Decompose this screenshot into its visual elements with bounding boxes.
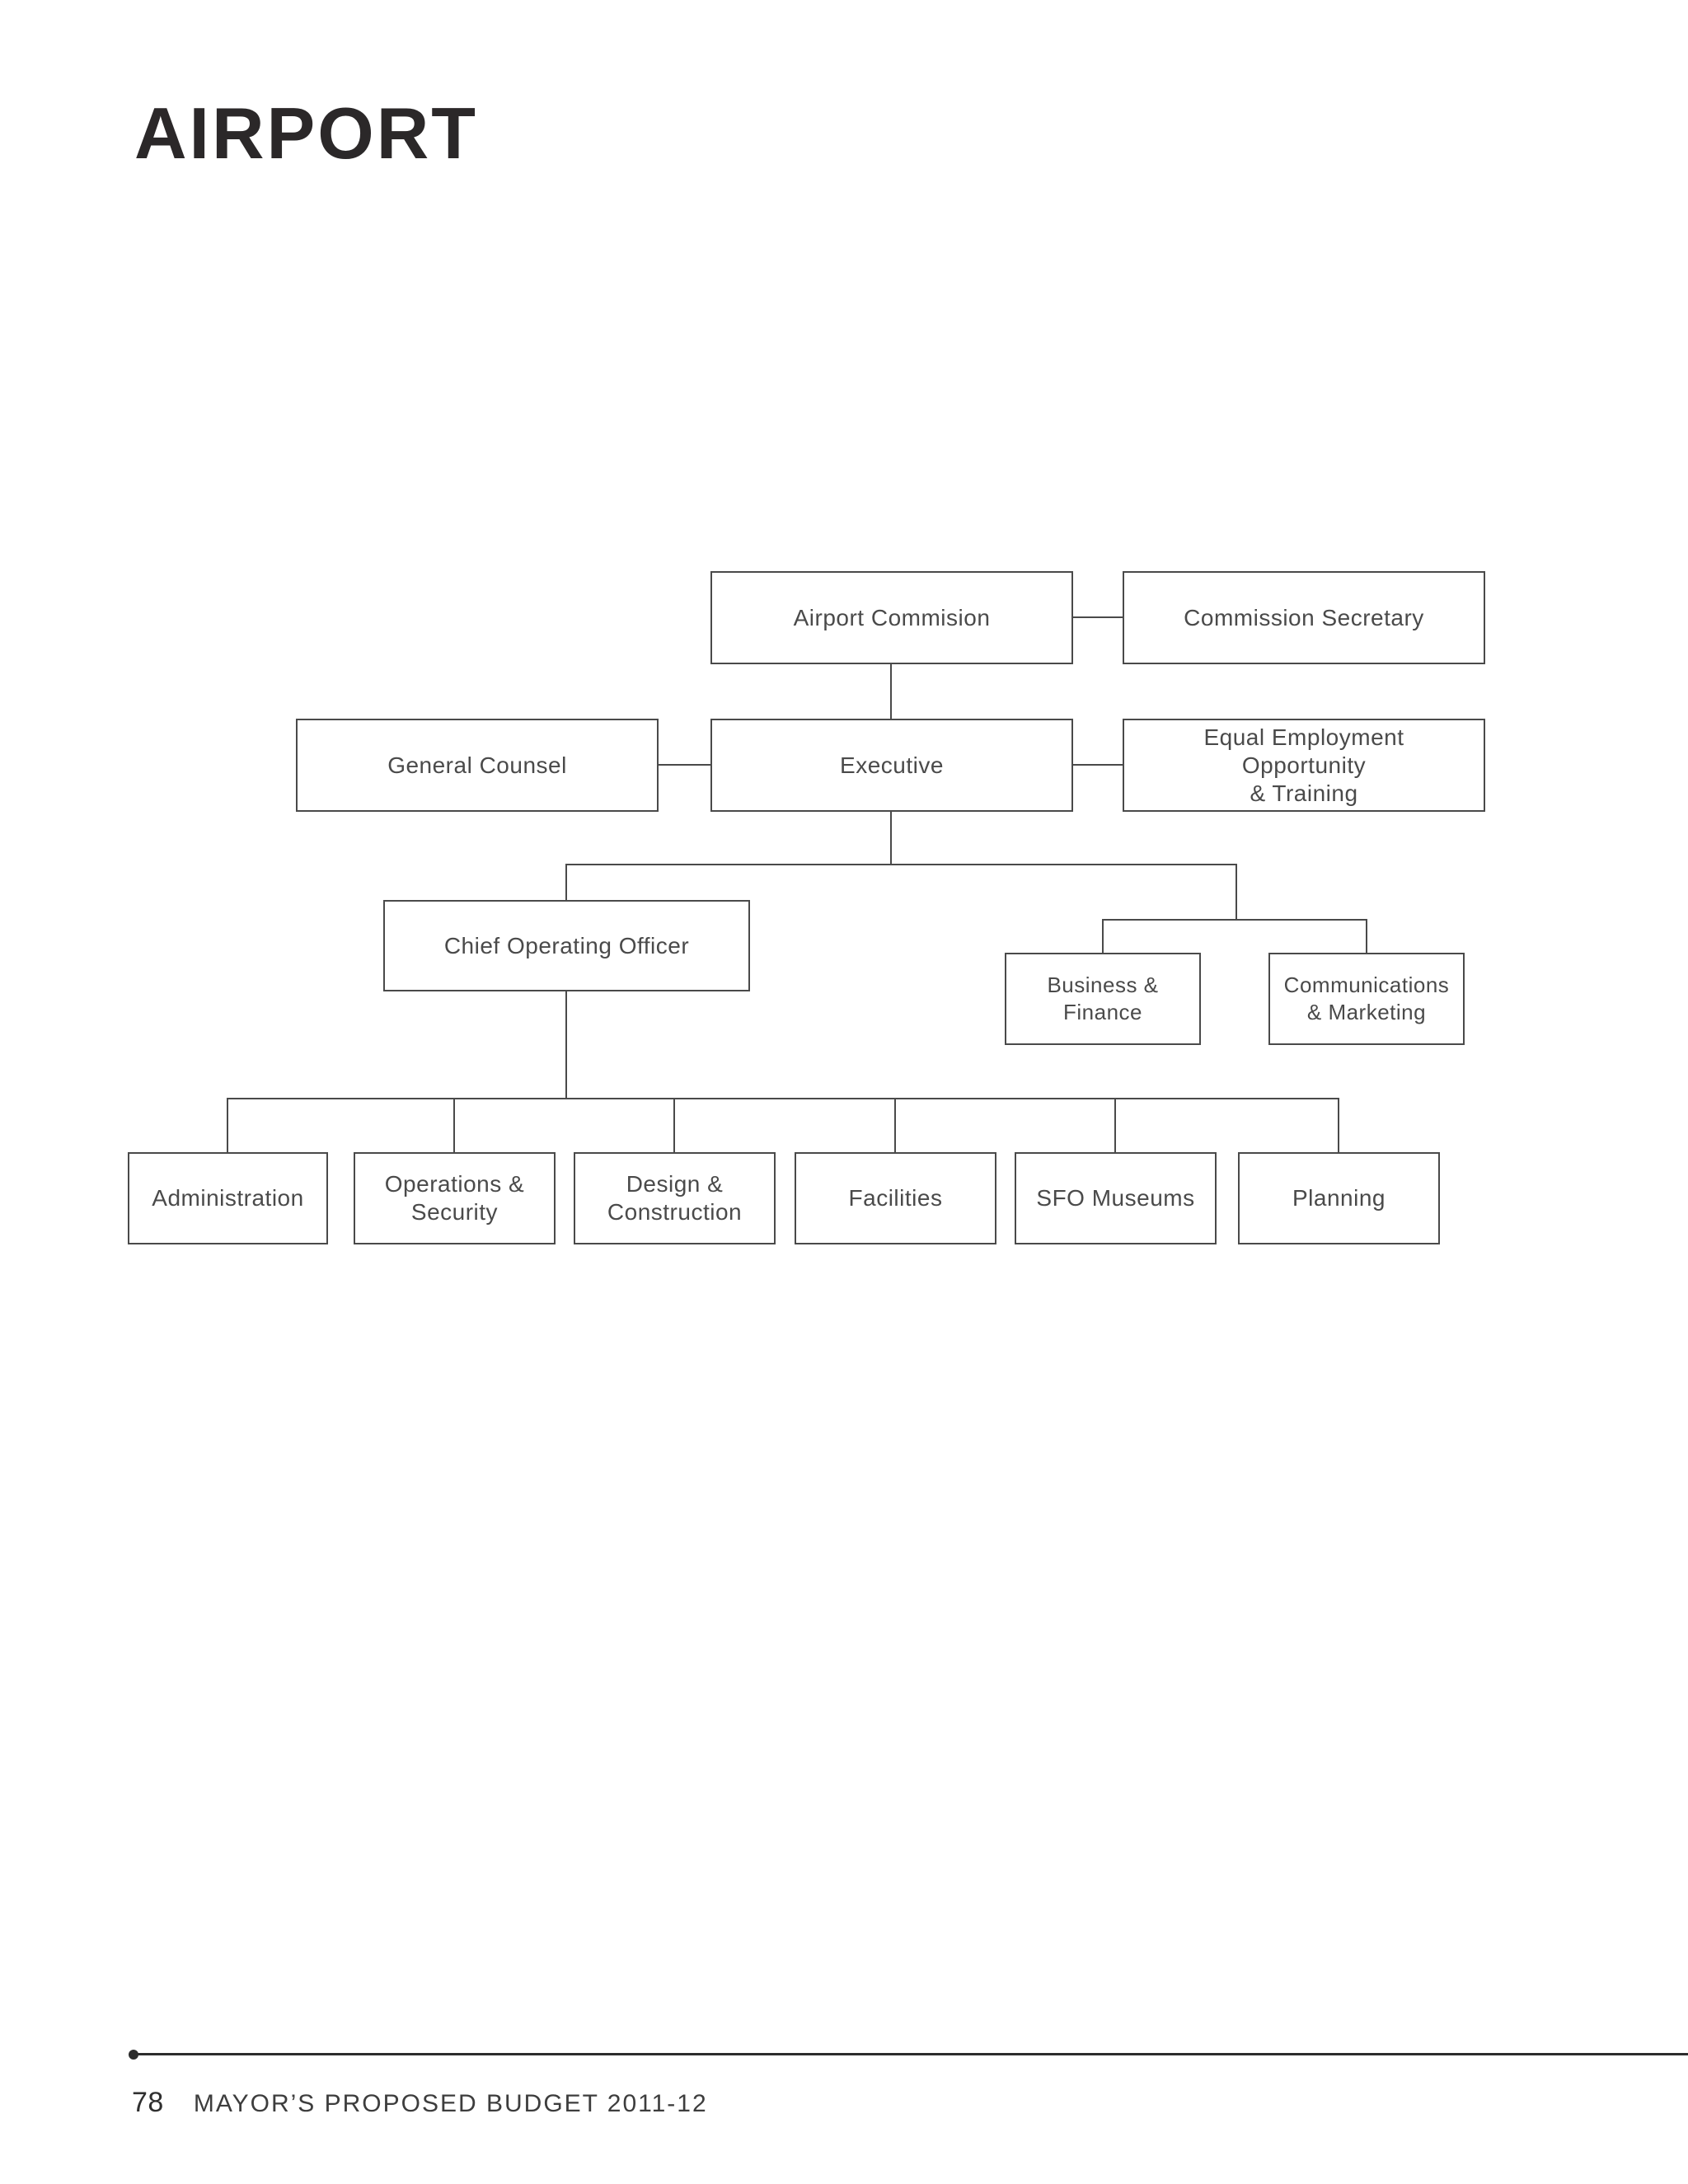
- connector-drop-design: [673, 1098, 675, 1152]
- connector-drop-right-branch: [1236, 864, 1237, 921]
- connector-branch-top: [565, 864, 1237, 865]
- org-node-general-counsel: General Counsel: [296, 719, 659, 812]
- connector-branch-bottom: [227, 1098, 1339, 1099]
- org-node-chief-operating-officer: Chief Operating Officer: [383, 900, 750, 991]
- org-node-label: Operations & Security: [384, 1171, 525, 1225]
- org-node-label: Equal Employment Opportunity & Training: [1203, 724, 1404, 806]
- connector-coo-down: [565, 991, 567, 1099]
- org-node-label: Business & Finance: [1047, 972, 1159, 1024]
- connector-drop-business-finance: [1102, 919, 1104, 953]
- org-node-planning: Planning: [1238, 1152, 1440, 1244]
- org-node-label: Administration: [152, 1185, 304, 1211]
- org-node-equal-employment: Equal Employment Opportunity & Training: [1123, 719, 1485, 812]
- page-number: 78: [132, 2087, 164, 2118]
- connector-drop-coo: [565, 864, 567, 900]
- org-node-facilities: Facilities: [795, 1152, 996, 1244]
- connector-general-counsel: [659, 764, 710, 766]
- org-node-label: Chief Operating Officer: [443, 932, 690, 958]
- org-node-label: Executive: [840, 752, 944, 778]
- page-title: AIRPORT: [134, 92, 478, 174]
- org-node-label: Communications & Marketing: [1283, 972, 1450, 1024]
- org-node-airport-commission: Airport Commision: [710, 571, 1073, 664]
- org-node-label: Planning: [1292, 1185, 1386, 1211]
- connector-drop-planning: [1338, 1098, 1339, 1152]
- org-node-label: Facilities: [848, 1185, 943, 1211]
- footer: 78 MAYOR’S PROPOSED BUDGET 2011-12: [132, 2087, 708, 2119]
- connector-drop-communications: [1366, 919, 1367, 953]
- connector-executive-down: [890, 812, 892, 865]
- org-node-administration: Administration: [128, 1152, 328, 1244]
- connector-commission-executive: [890, 664, 892, 719]
- org-node-label: General Counsel: [387, 752, 567, 778]
- org-node-label: Design & Construction: [607, 1171, 743, 1225]
- org-chart: Airport Commision Commission Secretary G…: [128, 571, 1485, 1244]
- org-node-commission-secretary: Commission Secretary: [1123, 571, 1485, 664]
- org-node-executive: Executive: [710, 719, 1073, 812]
- org-node-sfo-museums: SFO Museums: [1015, 1152, 1217, 1244]
- connector-branch-mid: [1102, 919, 1367, 921]
- org-node-operations-security: Operations & Security: [354, 1152, 556, 1244]
- connector-drop-sfo-museums: [1114, 1098, 1116, 1152]
- connector-drop-facilities: [894, 1098, 896, 1152]
- org-node-label: Airport Commision: [793, 604, 991, 630]
- org-node-business-finance: Business & Finance: [1005, 953, 1201, 1045]
- org-node-label: SFO Museums: [1036, 1185, 1195, 1211]
- connector-commission-secretary: [1073, 616, 1123, 618]
- org-node-label: Commission Secretary: [1184, 604, 1424, 630]
- footer-rule: [134, 2053, 1688, 2055]
- connector-drop-operations: [453, 1098, 455, 1152]
- footer-label: MAYOR’S PROPOSED BUDGET 2011-12: [193, 2090, 708, 2117]
- org-node-communications-marketing: Communications & Marketing: [1268, 953, 1465, 1045]
- org-node-design-construction: Design & Construction: [574, 1152, 776, 1244]
- connector-drop-administration: [227, 1098, 228, 1152]
- connector-equal-employment: [1073, 764, 1123, 766]
